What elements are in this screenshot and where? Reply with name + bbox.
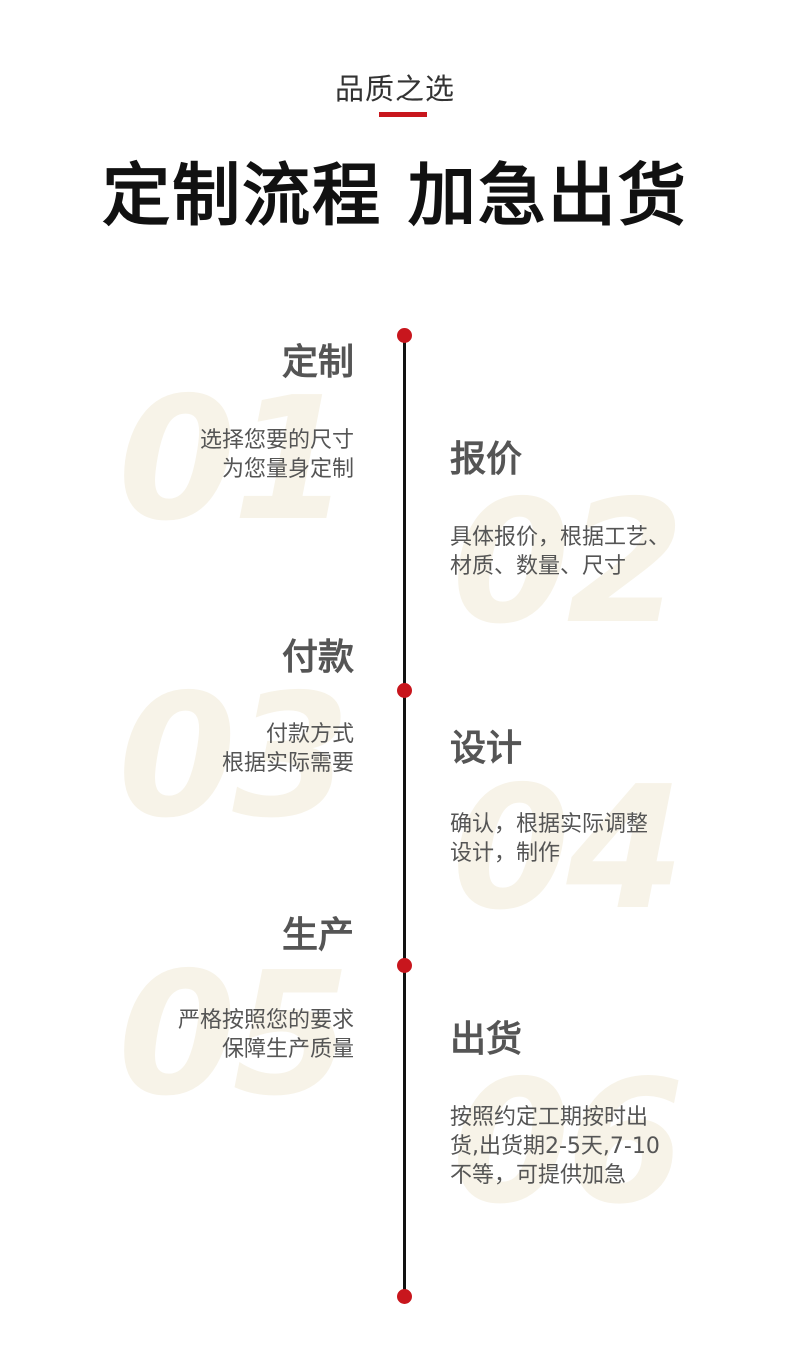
- step-description-line: 为您量身定制: [221, 457, 354, 482]
- step-number-watermark: 03: [118, 658, 351, 856]
- step-description-line: 设计，制作: [450, 841, 561, 866]
- step-description: 确认，根据实际调整 设计，制作: [450, 810, 648, 868]
- step-description-line: 材质、数量、尺寸: [450, 554, 627, 579]
- step-description: 具体报价，根据工艺、 材质、数量、尺寸: [450, 523, 670, 581]
- step-title: 付款: [281, 637, 354, 678]
- step-description-line: 严格按照您的要求: [177, 1008, 354, 1033]
- step-description-line: 按照约定工期按时出: [450, 1105, 649, 1130]
- step-description: 严格按照您的要求 保障生产质量: [178, 1006, 354, 1064]
- step-description-line: 确认，根据实际调整: [450, 812, 649, 837]
- step-description: 按照约定工期按时出 货,出货期2-5天,7-10 不等，可提供加急: [450, 1103, 660, 1190]
- header-accent-bar: [379, 112, 427, 117]
- step-description: 付款方式 根据实际需要: [222, 720, 354, 778]
- step-title: 设计: [450, 728, 523, 769]
- step-number-watermark: 02: [452, 464, 685, 662]
- step-title: 生产: [281, 915, 354, 956]
- header-subtitle: 品质之选: [334, 72, 455, 106]
- step-description-line: 具体报价，根据工艺、: [450, 525, 671, 550]
- step-description-line: 保障生产质量: [221, 1037, 354, 1062]
- step-description-line: 根据实际需要: [221, 751, 354, 776]
- timeline-dot: [397, 328, 412, 343]
- step-number-watermark: 06: [452, 1044, 685, 1242]
- step-number-watermark: 04: [452, 750, 685, 948]
- step-title: 报价: [450, 439, 523, 480]
- step-number-watermark: 05: [118, 936, 351, 1134]
- step-description-line: 选择您要的尺寸: [199, 428, 354, 453]
- step-title: 出货: [450, 1019, 523, 1060]
- page-title: 定制流程 加急出货: [102, 157, 688, 236]
- step-description-line: 付款方式: [265, 722, 354, 747]
- step-title: 定制: [281, 342, 354, 383]
- timeline-dot: [397, 1289, 412, 1304]
- timeline-dot: [397, 683, 412, 698]
- step-description-line: 不等，可提供加急: [450, 1163, 627, 1188]
- step-number-watermark: 01: [118, 361, 351, 559]
- step-description-line: 货,出货期2-5天,7-10: [450, 1134, 660, 1159]
- timeline-line: [403, 336, 406, 1297]
- timeline-dot: [397, 958, 412, 973]
- step-description: 选择您要的尺寸 为您量身定制: [200, 426, 354, 484]
